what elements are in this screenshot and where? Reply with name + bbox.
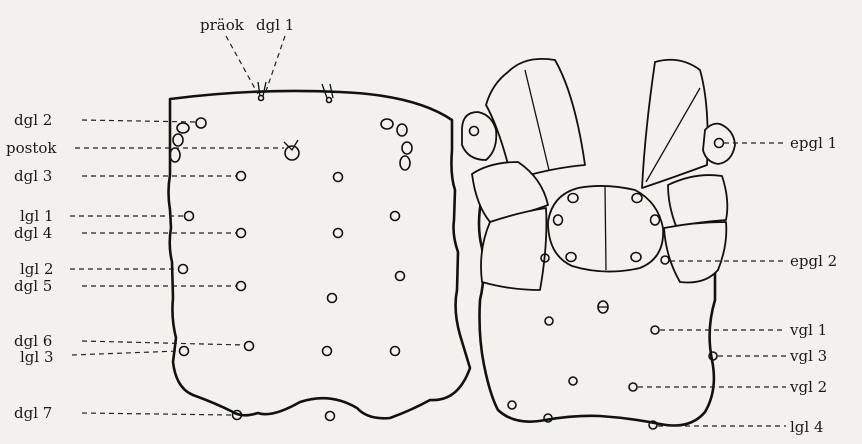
pore: [396, 272, 405, 281]
gland: [170, 148, 180, 162]
label-dgl4: dgl 4: [14, 224, 52, 242]
label-lgl4: lgl 4: [790, 418, 824, 436]
pore: [391, 347, 400, 356]
pore: [334, 229, 343, 238]
gland: [402, 142, 412, 154]
gland: [173, 134, 183, 146]
postok-pore: [285, 146, 299, 160]
lgl1-pore: [185, 212, 194, 221]
right-coxa-mid: [668, 175, 727, 226]
pore: [391, 212, 400, 221]
label-dgl7: dgl 7: [14, 404, 52, 422]
left-lobe: [462, 112, 496, 160]
label-dgl3: dgl 3: [14, 167, 52, 185]
gland: [177, 123, 189, 133]
bristle: [258, 82, 260, 96]
pore: [569, 377, 577, 385]
dgl2-pore: [196, 118, 206, 128]
dorsal-outline: [169, 91, 471, 418]
label-lgl3: lgl 3: [20, 348, 54, 366]
label-vgl2: vgl 2: [789, 378, 827, 396]
dgl3-pore: [237, 172, 246, 181]
label-vgl3: vgl 3: [789, 347, 827, 365]
bristle: [263, 82, 266, 96]
gland: [400, 156, 410, 170]
left-label-group: präok dgl 1 dgl 2 postok dgl 3 lgl 1 dgl…: [6, 16, 294, 422]
pore: [508, 401, 516, 409]
right-lobe: [703, 124, 735, 164]
pore: [326, 412, 335, 421]
right-coxa-lower: [664, 222, 726, 283]
label-lgl1: lgl 1: [20, 207, 54, 225]
left-coxa-upper: [486, 59, 585, 180]
label-postok: postok: [6, 139, 57, 157]
dgl6-pore: [245, 342, 254, 351]
pore: [545, 317, 553, 325]
pore: [328, 294, 337, 303]
label-dgl1: dgl 1: [256, 16, 294, 34]
label-lgl2: lgl 2: [20, 260, 54, 278]
label-epgl1: epgl 1: [790, 134, 837, 152]
dgl5-pore: [237, 282, 246, 291]
vgl2-pore: [629, 383, 637, 391]
pore: [259, 96, 264, 101]
label-dgl5: dgl 5: [14, 277, 52, 295]
label-vgl1: vgl 1: [789, 321, 827, 339]
right-coxa-upper: [642, 60, 708, 188]
gland: [397, 124, 407, 136]
label-epgl2: epgl 2: [790, 252, 837, 270]
dgl4-pore: [237, 229, 246, 238]
epgl2-pore: [661, 256, 669, 264]
gland: [381, 119, 393, 129]
label-praeok: präok: [200, 16, 245, 34]
pore: [334, 173, 343, 182]
ventral-view: [462, 59, 735, 429]
pore: [327, 98, 332, 103]
pore: [323, 347, 332, 356]
lgl2-pore: [179, 265, 188, 274]
right-label-group: epgl 1 epgl 2 vgl 1 vgl 3 vgl 2 lgl 4: [789, 134, 837, 436]
vgl1-pore: [651, 326, 659, 334]
dorsal-view: [169, 82, 471, 421]
lgl3-pore: [180, 347, 189, 356]
label-dgl2: dgl 2: [14, 111, 52, 129]
